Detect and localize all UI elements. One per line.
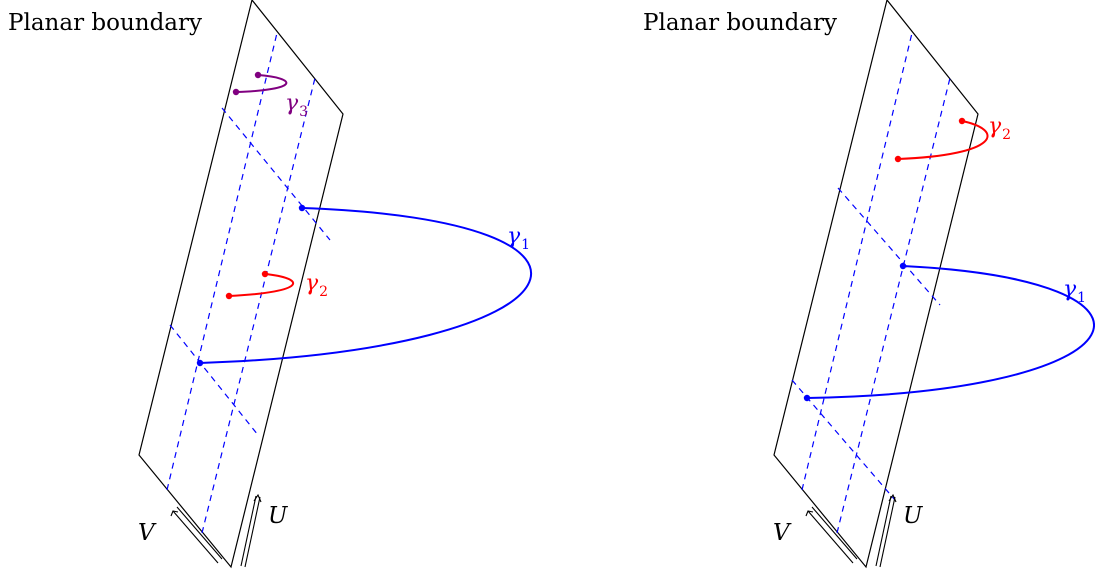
right-v-arrow — [805, 506, 858, 564]
right-gamma2-endpoint-b — [894, 155, 902, 163]
left-panel-title: Planar boundary — [8, 10, 202, 36]
left-grid-v-line-1 — [221, 107, 331, 241]
left-gamma2-endpoint-a — [261, 270, 269, 278]
right-gamma1-curve — [806, 265, 1095, 399]
left-gamma1-curve — [199, 207, 532, 364]
left-gamma3-endpoint-b — [232, 88, 240, 96]
right-grid-u-line-1 — [801, 32, 913, 491]
right-gamma1-endpoint-bottom — [803, 394, 811, 402]
left-grid-v-line-2 — [169, 324, 259, 436]
left-u-arrow — [240, 493, 262, 568]
left-grid-u-line-1 — [166, 32, 278, 491]
left-panel: Planar boundary γ1 γ2 γ3 V — [8, 0, 532, 569]
left-gamma2-label: γ2 — [305, 271, 328, 300]
left-u-label: U — [268, 503, 289, 529]
left-gamma2-curve — [228, 273, 295, 297]
left-gamma2-endpoint-b — [225, 292, 233, 300]
left-v-arrow — [170, 506, 223, 564]
right-v-label: V — [773, 520, 792, 546]
right-gamma1-endpoint-top — [899, 262, 907, 270]
left-gamma3-curve — [235, 74, 288, 93]
left-gamma3-label: γ3 — [285, 91, 308, 120]
right-u-arrow — [875, 493, 897, 568]
right-gamma2-label: γ2 — [988, 114, 1011, 143]
right-u-label: U — [903, 503, 924, 529]
left-gamma1-endpoint-bottom — [196, 359, 204, 367]
left-gamma3-endpoint-a — [254, 71, 262, 79]
right-panel-title: Planar boundary — [643, 10, 837, 36]
right-panel: Planar boundary γ1 γ2 V U — [643, 0, 1095, 569]
left-gamma1-endpoint-top — [298, 204, 306, 212]
left-v-label: V — [138, 520, 157, 546]
left-grid-lines — [166, 32, 331, 534]
right-gamma2-curve — [897, 120, 989, 160]
right-gamma1-label: γ1 — [1063, 277, 1086, 306]
left-boundary-plane — [138, 0, 344, 569]
right-gamma2-endpoint-a — [958, 117, 966, 125]
right-grid-u-line-2 — [836, 77, 951, 534]
right-grid-v-line-1 — [837, 187, 941, 306]
left-gamma1-label: γ1 — [507, 224, 530, 253]
right-grid-lines — [791, 32, 951, 534]
right-boundary-plane — [773, 0, 979, 569]
left-grid-u-line-2 — [201, 77, 316, 534]
